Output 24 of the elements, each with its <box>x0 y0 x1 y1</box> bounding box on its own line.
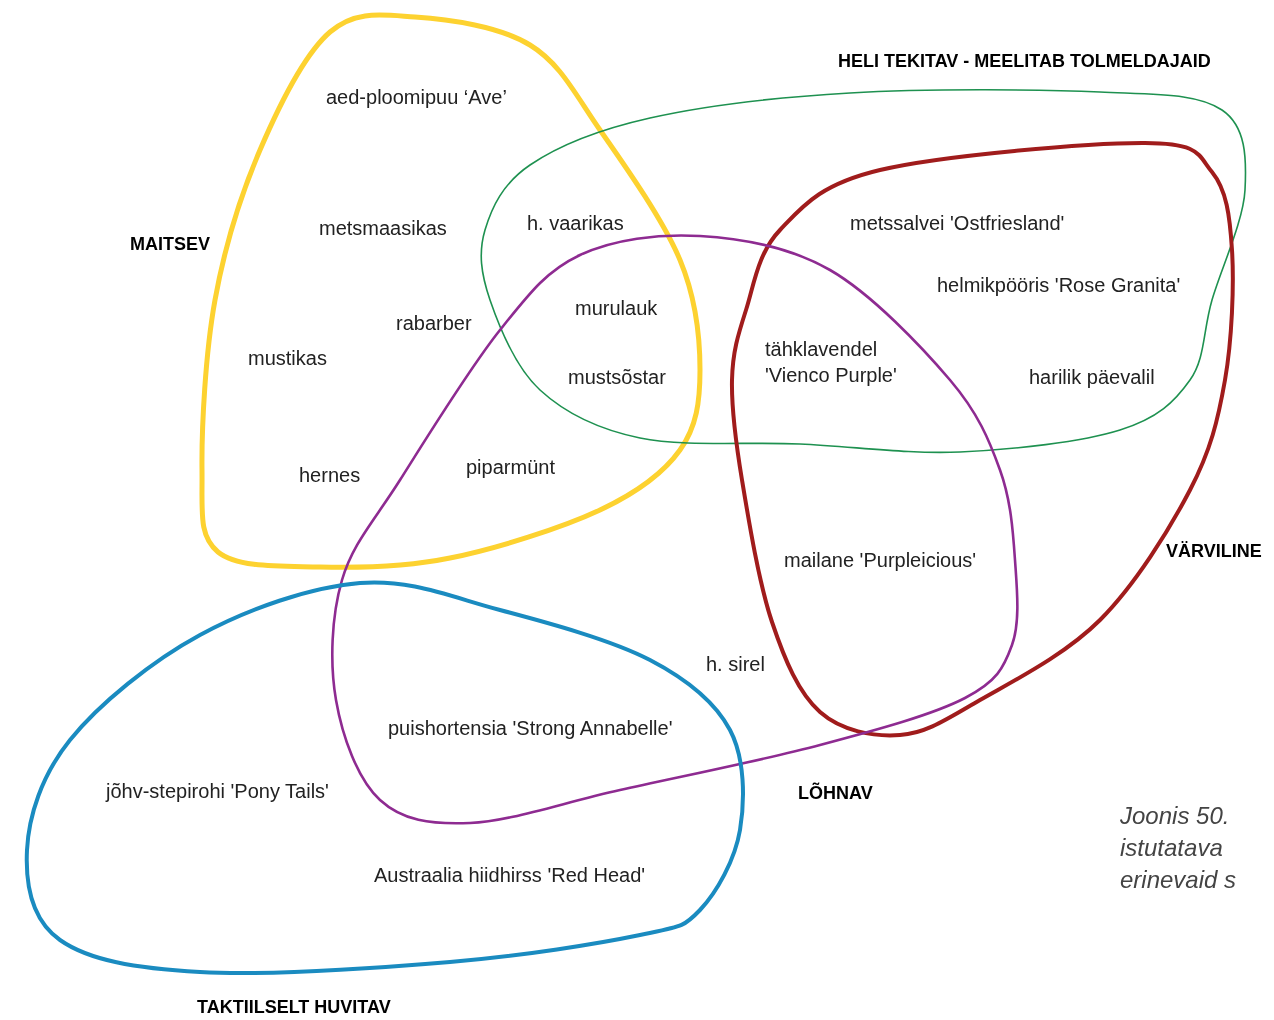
plant-name: h. vaarikas <box>527 211 624 236</box>
plant-name: mailane 'Purpleicious' <box>784 548 977 573</box>
plant-name: aed-ploomipuu ‘Ave’ <box>326 85 507 110</box>
plant-name: rabarber <box>396 311 472 336</box>
plant-name: puishortensia 'Strong Annabelle' <box>388 716 673 741</box>
plant-name: tähklavendel 'Vienco Purple' <box>765 337 898 388</box>
plant-name: murulauk <box>575 296 658 321</box>
plant-name: harilik päevalil <box>1029 365 1155 390</box>
set-label: TAKTIILSELT HUVITAV <box>197 996 391 1019</box>
plant-name: jõhv-stepirohi 'Pony Tails' <box>106 779 329 804</box>
plant-name: metsmaasikas <box>319 216 447 241</box>
set-label: HELI TEKITAV - MEELITAB TOLMELDAJAID <box>838 50 1211 73</box>
plant-name: piparmünt <box>466 455 555 480</box>
set-label: MAITSEV <box>130 233 210 256</box>
plant-name: helmikpööris 'Rose Granita' <box>937 273 1181 298</box>
plant-name: mustikas <box>248 346 327 371</box>
figure-caption: Joonis 50. istutatava erinevaid s <box>1120 801 1238 895</box>
plant-name: Austraalia hiidhirss 'Red Head' <box>374 863 646 888</box>
plant-name: mustsõstar <box>568 365 666 390</box>
plant-name: metssalvei 'Ostfriesland' <box>850 211 1065 236</box>
plant-name: h. sirel <box>706 652 765 677</box>
set-label: LÕHNAV <box>798 781 873 805</box>
plant-name: hernes <box>299 463 361 488</box>
set-label: VÄRVILINE <box>1166 540 1262 563</box>
